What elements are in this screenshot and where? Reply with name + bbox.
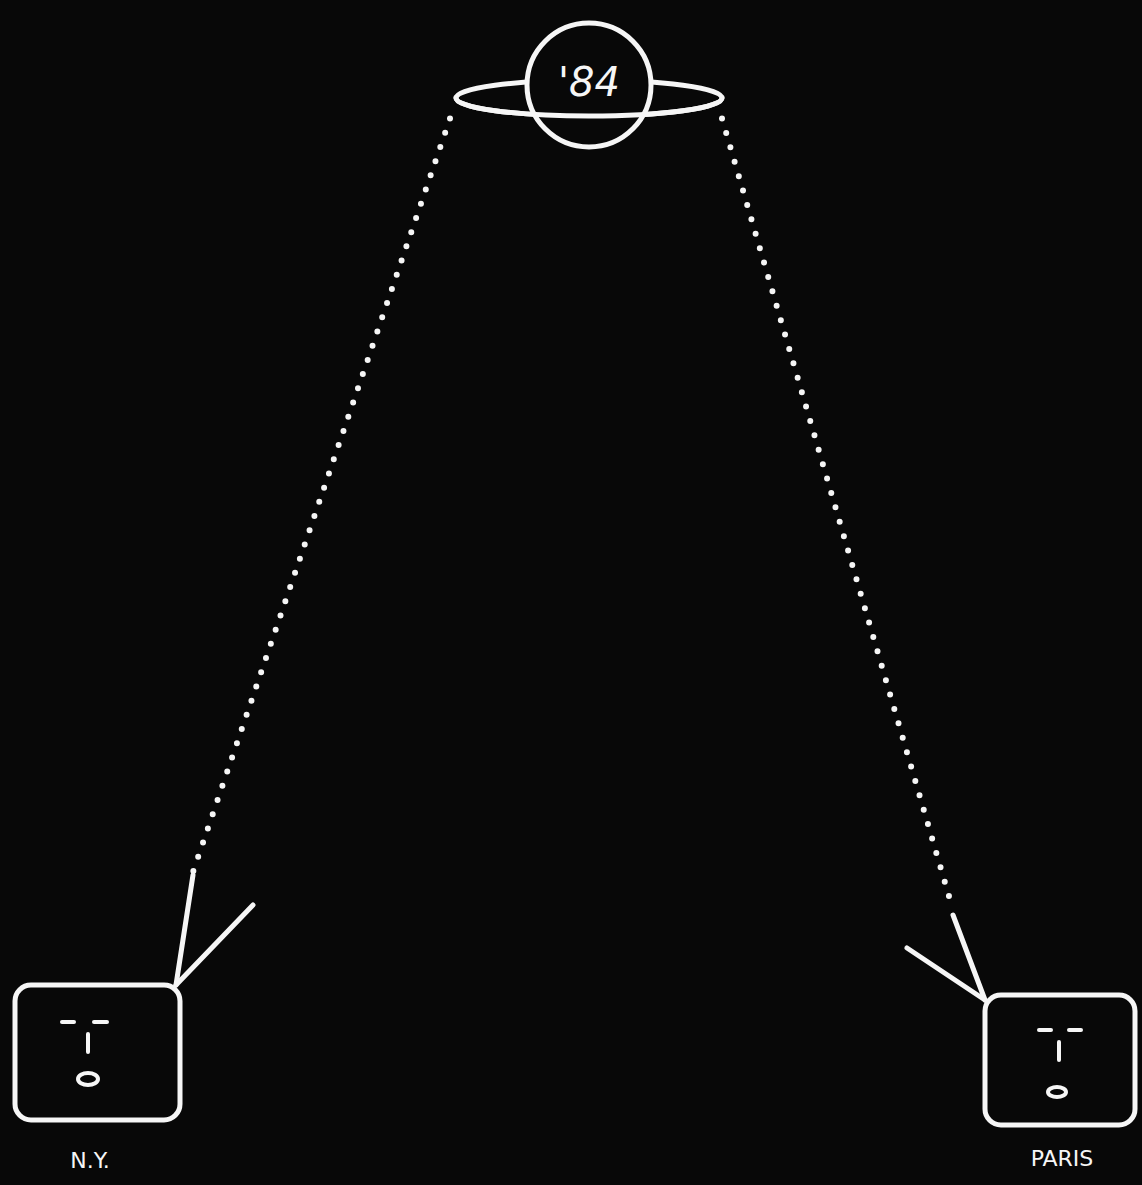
tv-antenna [907,948,985,1000]
tv-antenna [176,905,253,985]
television: N.Y. [10,872,260,1178]
face-nose [1057,1042,1061,1060]
tv-screen [985,995,1135,1125]
television: PARIS [890,910,1138,1178]
television-outline [890,910,1138,1178]
face-eye [1039,1028,1051,1032]
face-mouth [78,1073,98,1085]
tv-screen [15,985,180,1120]
face-eye [62,1020,74,1024]
signal-beam [722,119,953,910]
city-label: PARIS [1031,1146,1094,1171]
signal-beam [193,119,450,872]
face-mouth [1048,1087,1066,1097]
face-nose [86,1034,90,1052]
face-eye [1069,1028,1081,1032]
satellite: '84 [450,22,722,164]
city-label: N.Y. [70,1148,109,1173]
television-outline [10,872,260,1178]
satellite-body [527,23,651,147]
year-label: '84 [558,59,620,105]
face-eye [94,1020,107,1024]
